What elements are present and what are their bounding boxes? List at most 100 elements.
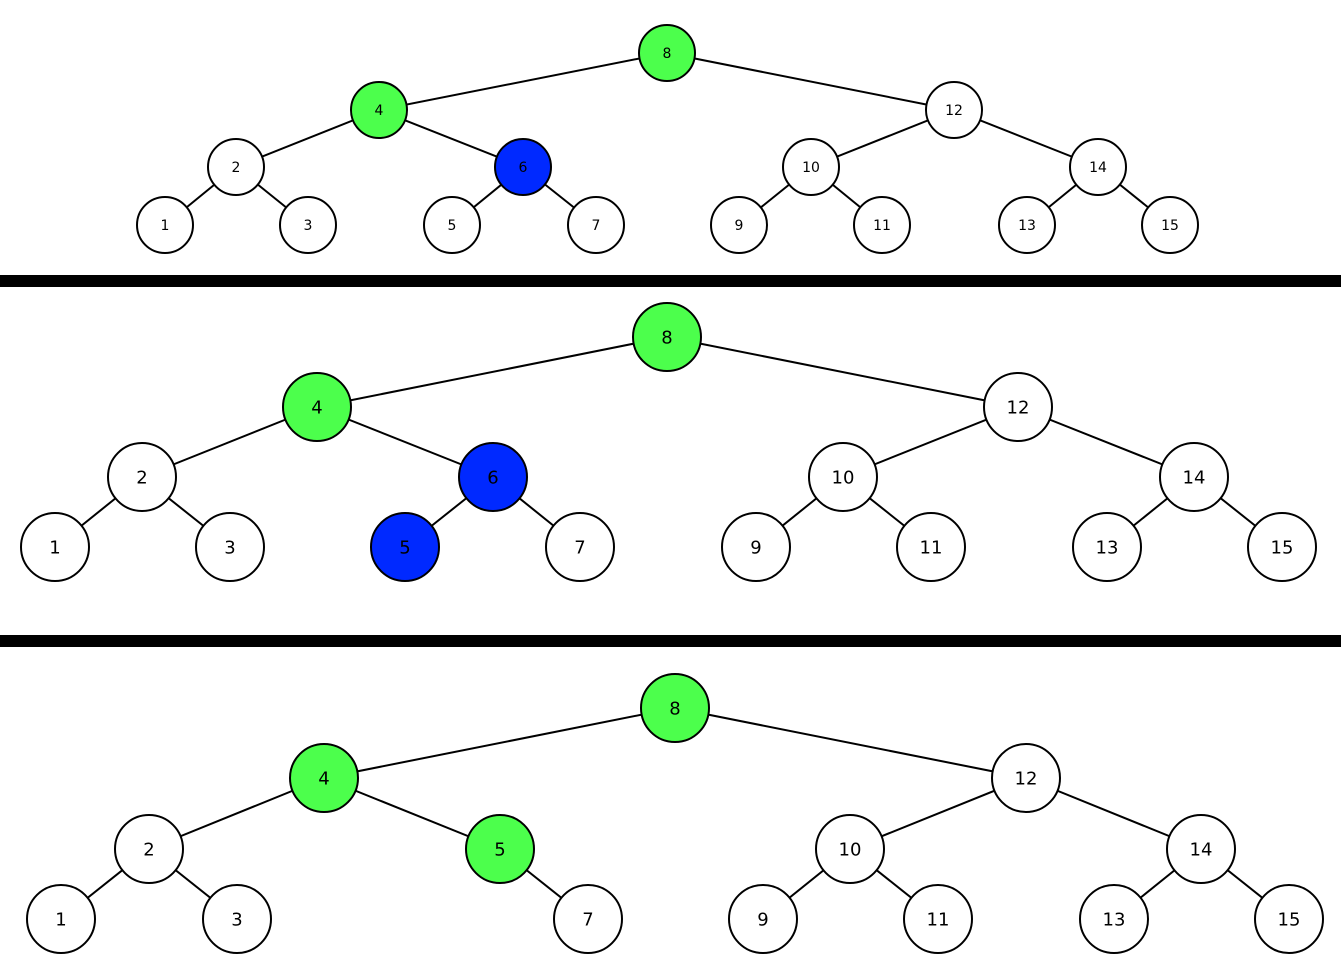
node-label: 14 <box>1190 840 1213 861</box>
tree-edge-8-4 <box>323 707 676 779</box>
tree-node-13: 13 <box>1079 884 1149 954</box>
node-label: 3 <box>304 218 313 234</box>
node-circle <box>553 884 623 954</box>
node-circle <box>567 196 625 254</box>
tree-node-5: 5 <box>423 196 481 254</box>
tree-node-11: 11 <box>903 884 973 954</box>
tree-node-12: 12 <box>991 743 1061 813</box>
node-label: 11 <box>927 910 950 931</box>
tree-node-10: 10 <box>808 442 878 512</box>
node-circle <box>207 138 265 196</box>
node-circle <box>1247 512 1317 582</box>
tree-node-2: 2 <box>207 138 265 196</box>
tree-node-3: 3 <box>202 884 272 954</box>
tree-node-1: 1 <box>136 196 194 254</box>
node-label: 7 <box>582 910 593 931</box>
node-circle <box>728 884 798 954</box>
node-circle <box>1069 138 1127 196</box>
node-circle <box>896 512 966 582</box>
node-circle <box>465 814 535 884</box>
node-label: 8 <box>661 328 672 349</box>
node-circle <box>815 814 885 884</box>
node-label: 10 <box>802 160 820 176</box>
node-label: 14 <box>1183 468 1206 489</box>
node-circle <box>279 196 337 254</box>
node-label: 11 <box>873 218 891 234</box>
tree-node-10: 10 <box>782 138 840 196</box>
node-circle <box>808 442 878 512</box>
node-circle <box>721 512 791 582</box>
node-label: 3 <box>231 910 242 931</box>
node-circle <box>494 138 552 196</box>
node-label: 1 <box>49 538 60 559</box>
node-circle <box>289 743 359 813</box>
tree-node-14: 14 <box>1159 442 1229 512</box>
node-circle <box>991 743 1061 813</box>
tree-edge-8-12 <box>666 52 955 111</box>
tree-node-3: 3 <box>279 196 337 254</box>
node-circle <box>423 196 481 254</box>
node-circle <box>20 512 90 582</box>
node-circle <box>107 442 177 512</box>
node-label: 8 <box>663 46 672 62</box>
node-circle <box>983 372 1053 442</box>
node-circle <box>903 884 973 954</box>
node-label: 7 <box>592 218 601 234</box>
tree-node-15: 15 <box>1141 196 1199 254</box>
tree-node-9: 9 <box>721 512 791 582</box>
node-circle <box>282 372 352 442</box>
node-label: 5 <box>448 218 457 234</box>
node-circle <box>458 442 528 512</box>
tree-node-7: 7 <box>545 512 615 582</box>
tree-node-2: 2 <box>114 814 184 884</box>
node-circle <box>114 814 184 884</box>
tree-node-6: 6 <box>494 138 552 196</box>
tree-node-5: 5 <box>465 814 535 884</box>
node-label: 13 <box>1103 910 1126 931</box>
node-label: 13 <box>1018 218 1036 234</box>
node-label: 13 <box>1096 538 1119 559</box>
node-circle <box>782 138 840 196</box>
tree-node-3: 3 <box>195 512 265 582</box>
tree-node-7: 7 <box>567 196 625 254</box>
tree-edge-8-4 <box>378 52 668 111</box>
node-circle <box>370 512 440 582</box>
node-circle <box>925 81 983 139</box>
tree-node-6: 6 <box>458 442 528 512</box>
node-label: 6 <box>487 468 498 489</box>
node-label: 4 <box>375 103 384 119</box>
node-label: 8 <box>669 699 680 720</box>
node-label: 15 <box>1271 538 1294 559</box>
tree-node-15: 15 <box>1254 884 1324 954</box>
node-circle <box>195 512 265 582</box>
node-label: 9 <box>757 910 768 931</box>
tree-node-11: 11 <box>853 196 911 254</box>
node-circle <box>1141 196 1199 254</box>
node-label: 3 <box>224 538 235 559</box>
node-circle <box>26 884 96 954</box>
node-label: 5 <box>494 840 505 861</box>
node-circle <box>350 81 408 139</box>
tree-node-9: 9 <box>728 884 798 954</box>
tree-node-15: 15 <box>1247 512 1317 582</box>
node-circle <box>545 512 615 582</box>
tree-node-7: 7 <box>553 884 623 954</box>
tree-node-12: 12 <box>983 372 1053 442</box>
tree-node-14: 14 <box>1069 138 1127 196</box>
tree-node-4: 4 <box>282 372 352 442</box>
node-circle <box>710 196 768 254</box>
node-label: 12 <box>1007 398 1030 419</box>
tree-node-13: 13 <box>1072 512 1142 582</box>
node-circle <box>1079 884 1149 954</box>
node-label: 2 <box>136 468 147 489</box>
node-circle <box>640 673 710 743</box>
node-label: 11 <box>920 538 943 559</box>
tree-edge-8-12 <box>674 707 1027 779</box>
node-label: 6 <box>519 160 528 176</box>
tree-edge-8-4 <box>316 336 668 408</box>
node-label: 1 <box>161 218 170 234</box>
tree-node-1: 1 <box>26 884 96 954</box>
node-circle <box>1254 884 1324 954</box>
